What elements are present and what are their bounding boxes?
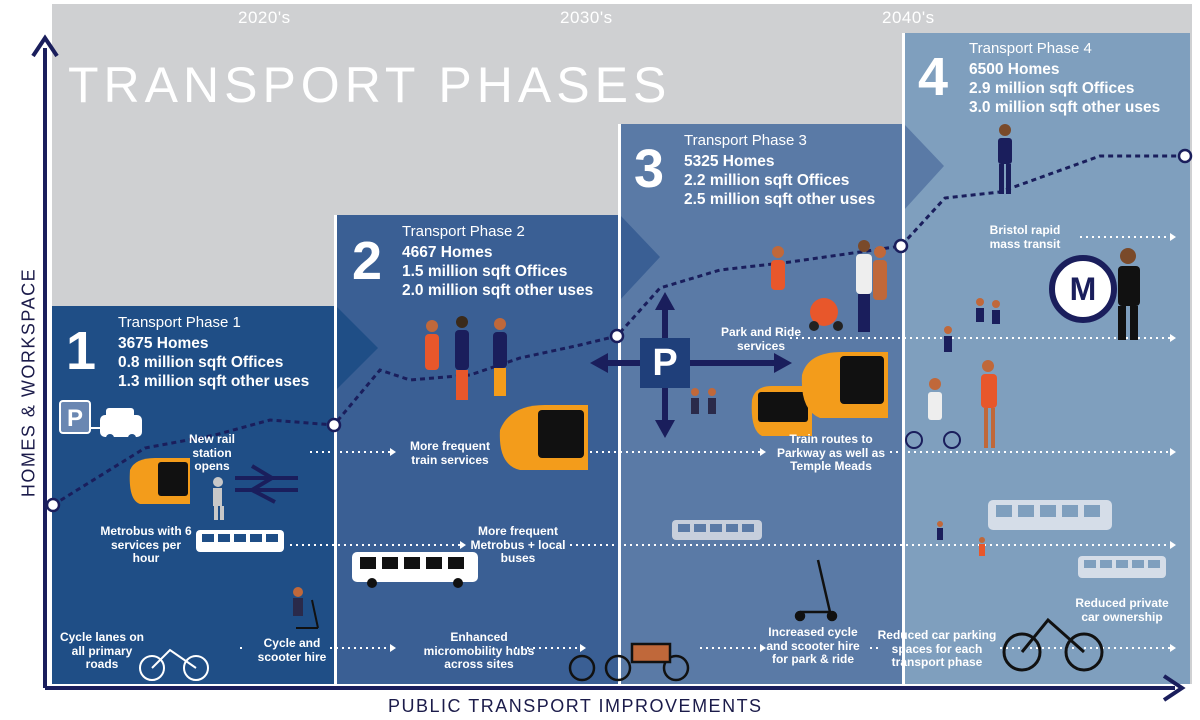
phase-offices: 0.8 million sqft Offices (118, 354, 284, 371)
bus-icon (352, 552, 478, 588)
cargo-bike-icon (568, 642, 690, 682)
label-park-ride: Park and Ride services (720, 325, 802, 353)
label-metrobus-6: Metrobus with 6 services per hour (100, 524, 192, 565)
bicycle-icon (1002, 617, 1104, 672)
phase-other: 2.0 million sqft other uses (402, 282, 594, 299)
phase-number: 4 (918, 47, 949, 107)
phase-offices: 2.2 million sqft Offices (684, 172, 850, 189)
train-icon (129, 458, 190, 504)
label-micromobility: Enhanced micromobility hubs across sites (423, 630, 535, 671)
x-axis-title: PUBLIC TRANSPORT IMPROVEMENTS (388, 696, 763, 716)
scooter-icon (296, 599, 319, 629)
businessman-icon (1118, 248, 1140, 340)
phase-label: Transport Phase 3 (684, 132, 807, 149)
phase-number: 3 (634, 139, 665, 199)
label-cycle-scooter: Cycle and scooter hire (257, 636, 327, 664)
decade-label: 2040's (882, 8, 935, 27)
phase-number: 1 (66, 321, 97, 381)
train-icon (499, 405, 588, 470)
page-title: TRANSPORT PHASES (68, 57, 672, 113)
label-more-metrobus: More frequent Metrobus + local buses (470, 524, 566, 565)
people-icon (771, 240, 887, 332)
bus-icon (672, 520, 762, 540)
phase-other: 3.0 million sqft other uses (969, 99, 1161, 116)
phase-label: Transport Phase 2 (402, 223, 525, 240)
phase-offices: 2.9 million sqft Offices (969, 80, 1135, 97)
ev-parking-icon: P (59, 400, 142, 442)
pedestrian-icon (293, 388, 716, 616)
phase-homes: 4667 Homes (402, 244, 493, 261)
pedestrian-icon (937, 298, 1000, 556)
phase-stats: 5325 Homes 2.2 million sqft Offices 2.5 … (684, 152, 875, 209)
phase-stats: 3675 Homes 0.8 million sqft Offices 1.3 … (118, 334, 309, 391)
rail-logo-icon (235, 464, 298, 504)
bus-icon (1078, 556, 1166, 578)
bus-icon (988, 500, 1112, 530)
label-cycle-lanes: Cycle lanes on all primary roads (59, 630, 145, 671)
bicycle-icon (139, 648, 209, 681)
decade-label: 2020's (238, 8, 291, 27)
pedestrian-icon (998, 124, 1012, 194)
phase-homes: 5325 Homes (684, 153, 775, 170)
phase-stats: 6500 Homes 2.9 million sqft Offices 3.0 … (969, 60, 1160, 117)
train-icon (801, 352, 888, 418)
phase-number: 2 (352, 231, 383, 291)
divider (618, 124, 621, 684)
label-increased-hire: Increased cycle and scooter hire for par… (766, 625, 860, 666)
phase-other: 2.5 million sqft other uses (684, 191, 876, 208)
bicycle-icon (905, 431, 961, 449)
phase1-panel (52, 306, 336, 684)
label-new-rail: New rail station opens (188, 432, 236, 473)
label-train-routes: Train routes to Parkway as well as Templ… (776, 432, 886, 473)
phase-homes: 6500 Homes (969, 61, 1060, 78)
phase-label: Transport Phase 4 (969, 40, 1092, 57)
metro-badge: M (1049, 255, 1117, 323)
y-axis-title: HOMES & WORKSPACE (18, 267, 39, 498)
scooter-icon (794, 559, 838, 622)
parking-sign-letter: P (67, 405, 83, 432)
label-more-trains: More frequent train services (409, 439, 490, 467)
divider (334, 215, 337, 684)
pedestrian-icon (928, 360, 997, 448)
bus-icon (196, 530, 284, 552)
phase-label: Transport Phase 1 (118, 314, 241, 331)
decade-label: 2030's (560, 8, 613, 27)
train-icon (751, 386, 812, 436)
label-rapid-transit: Bristol rapid mass transit (989, 223, 1061, 251)
divider (902, 33, 905, 684)
label-reduced-ownership: Reduced private car ownership (1075, 596, 1169, 624)
people-icon (425, 316, 507, 400)
pedestrian-icon (213, 477, 224, 520)
park-ride-badge: P (640, 338, 690, 388)
phase-stats: 4667 Homes 1.5 million sqft Offices 2.0 … (402, 243, 593, 300)
label-reduced-parking: Reduced car parking spaces for each tran… (877, 628, 997, 669)
phase-homes: 3675 Homes (118, 335, 209, 352)
phase-other: 1.3 million sqft other uses (118, 373, 310, 390)
phase-offices: 1.5 million sqft Offices (402, 263, 568, 280)
